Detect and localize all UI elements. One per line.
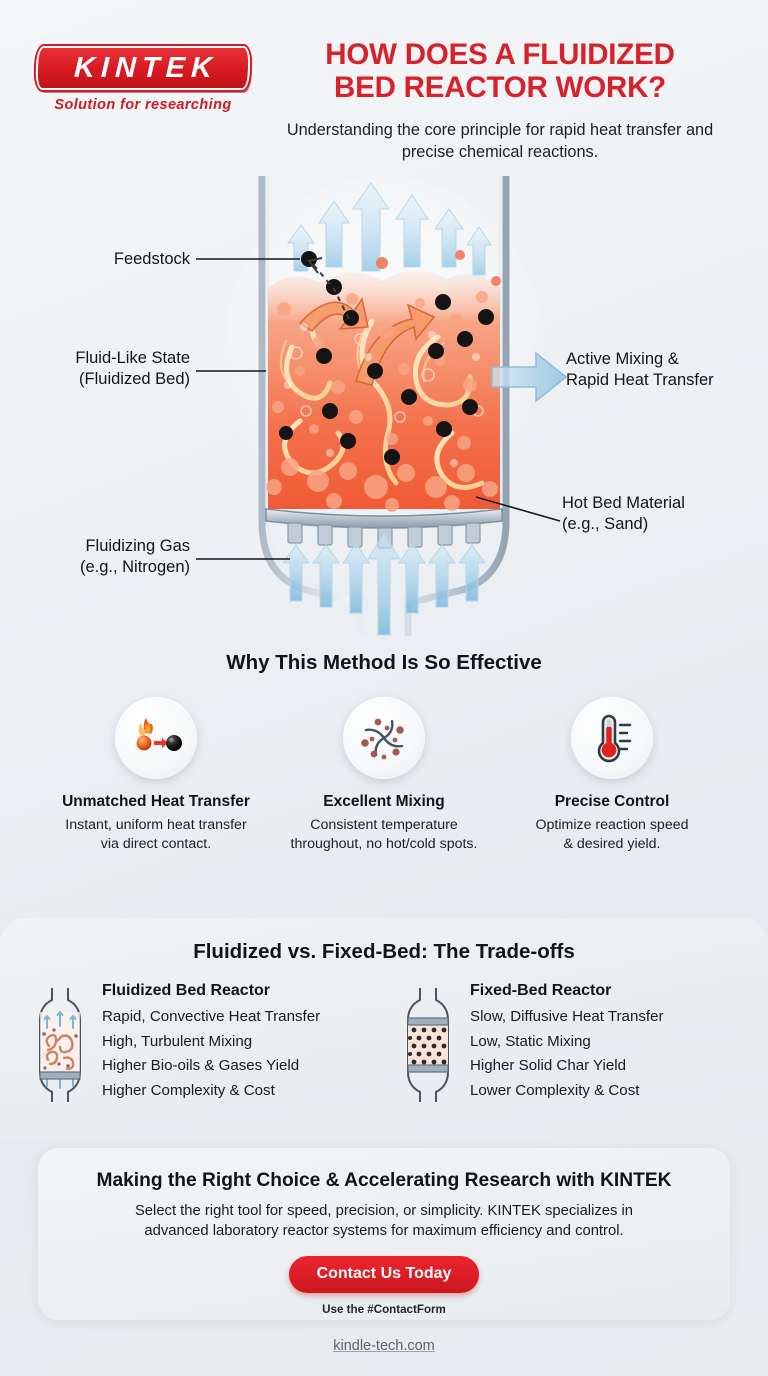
icon-cell — [32, 982, 88, 1109]
comparison-column-fluidized: Fluidized Bed Reactor Rapid, Convective … — [32, 982, 376, 1109]
feature-list: Unmatched Heat Transfer Instant, uniform… — [26, 697, 742, 853]
column-title: Fluidized Bed Reactor — [102, 982, 271, 999]
label-feedstock: Feedstock — [113, 250, 190, 269]
footer-site-link[interactable]: kindle-tech.com — [333, 1338, 435, 1354]
point: Higher Bio-oils & Gases Yield — [102, 1057, 300, 1075]
feature-title: Precise Control — [554, 793, 670, 811]
page-title-line1: HOW DOES A FLUIDIZED — [325, 38, 675, 71]
logo-plate: KINTEK — [33, 44, 253, 92]
column-points: Rapid, Convective Heat Transfer High, Tu… — [102, 1005, 320, 1103]
cta-panel: Making the Right Choice & Accelerating R… — [38, 1148, 730, 1320]
swirl-mixing-icon — [361, 718, 404, 760]
feature-icon-wrap — [115, 697, 197, 780]
column-text: Fluidized Bed Reactor Rapid, Convective … — [102, 982, 320, 1109]
point: High, Turbulent Mixing — [102, 1032, 253, 1050]
page-title-line2: BED REACTOR WORK? — [333, 71, 667, 105]
comparison-column-fixed: Fixed-Bed Reactor Slow, Diffusive Heat T… — [400, 982, 744, 1109]
comparison-columns: Fluidized Bed Reactor Rapid, Convective … — [24, 982, 744, 1109]
kintek-logo: KINTEK Solution for researching — [33, 38, 253, 113]
cta-heading: Making the Right Choice & Accelerating R… — [96, 1170, 672, 1191]
icon-cell — [400, 982, 456, 1109]
column-text: Fixed-Bed Reactor Slow, Diffusive Heat T… — [470, 982, 664, 1109]
point: Higher Complexity & Cost — [102, 1081, 275, 1099]
feature-icon-wrap — [343, 697, 425, 780]
cta-note: Use the #ContactForm — [322, 1302, 446, 1316]
feature-desc: Consistent temperature throughout, no ho… — [290, 817, 478, 852]
label-hot-bed-material: Hot Bed Material (e.g., Sand) — [562, 494, 685, 534]
point: Low, Static Mixing — [470, 1032, 591, 1050]
tradeoffs-heading: Fluidized vs. Fixed-Bed: The Trade-offs — [193, 940, 575, 963]
page-title: HOW DOES A FLUIDIZED BED REACTOR WORK? — [268, 38, 732, 104]
bed-body — [268, 270, 500, 510]
tradeoffs-section: Fluidized vs. Fixed-Bed: The Trade-offs — [0, 918, 768, 1140]
point: Higher Solid Char Yield — [470, 1057, 627, 1075]
active-mixing-arrow — [491, 351, 568, 403]
sand-particles — [266, 250, 501, 513]
feature-card: Excellent Mixing Consistent temperature … — [272, 697, 496, 853]
feature-desc: Optimize reaction speed & desired yield. — [535, 817, 689, 852]
logo-tagline: Solution for researching — [54, 97, 232, 113]
fluidized-bed-reactor-diagram: Feedstock Fluid-Like State (Fluidized Be… — [0, 171, 768, 641]
fixed-bed-reactor-icon — [407, 988, 449, 1102]
label-leader-lines — [196, 258, 561, 560]
reactor-illustration — [196, 176, 568, 637]
thermometer-icon — [597, 714, 632, 763]
feature-desc: Instant, uniform heat transfer via direc… — [65, 817, 247, 852]
feature-card: Unmatched Heat Transfer Instant, uniform… — [44, 697, 268, 853]
feedstock-particles — [279, 251, 494, 466]
feature-title: Unmatched Heat Transfer — [62, 793, 250, 811]
column-title: Fixed-Bed Reactor — [470, 982, 612, 999]
flame-to-particle-icon — [136, 718, 182, 752]
feature-card: Precise Control Optimize reaction speed … — [500, 697, 724, 853]
column-points: Slow, Diffusive Heat Transfer Low, Stati… — [470, 1005, 664, 1103]
page-subtitle: Understanding the core principle for rap… — [286, 121, 714, 162]
why-effective-section: Why This Method Is So Effective — [0, 651, 768, 853]
label-fluidizing-gas: Fluidizing Gas (e.g., Nitrogen) — [79, 537, 190, 577]
label-fluid-like-state: Fluid-Like State (Fluidized Bed) — [75, 349, 190, 389]
title-block: HOW DOES A FLUIDIZED BED REACTOR WORK? U… — [268, 38, 738, 163]
gas-arrows-top — [287, 182, 492, 276]
label-active-mixing: Active Mixing & Rapid Heat Transfer — [566, 350, 714, 390]
feature-title: Excellent Mixing — [323, 793, 445, 811]
point: Slow, Diffusive Heat Transfer — [470, 1008, 664, 1025]
fluidized-bed-reactor-icon — [39, 988, 81, 1102]
logo-wordmark: KINTEK — [33, 44, 253, 92]
contact-us-button[interactable]: Contact Us Today — [288, 1255, 480, 1293]
point: Lower Complexity & Cost — [470, 1081, 640, 1099]
feature-icon-wrap — [571, 697, 653, 780]
cta-body: Select the right tool for speed, precisi… — [134, 1203, 634, 1240]
point: Rapid, Convective Heat Transfer — [102, 1008, 321, 1025]
why-heading: Why This Method Is So Effective — [226, 651, 542, 675]
header: KINTEK Solution for researching HOW DOES… — [0, 0, 768, 163]
